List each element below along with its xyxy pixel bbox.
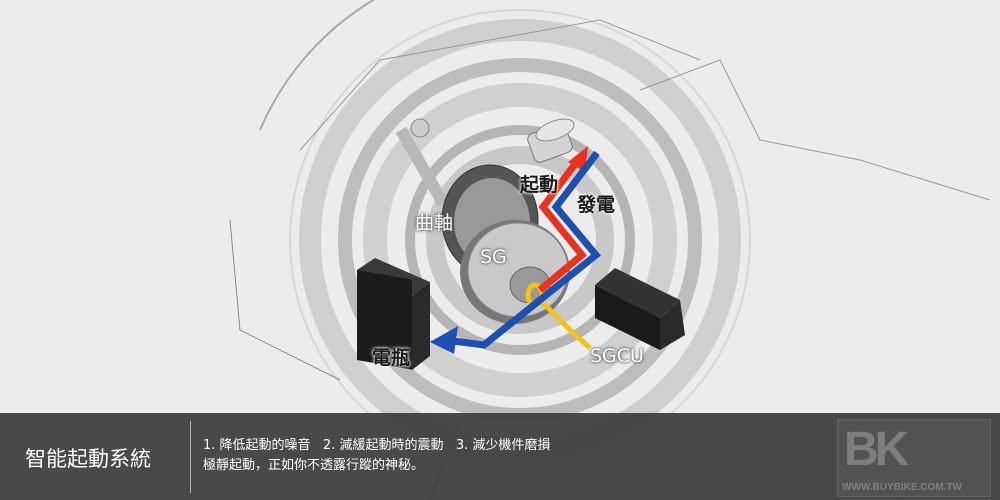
label-crankshaft: 曲軸 <box>415 212 454 234</box>
logo-url: WWW.BUYBIKE.COM.TW <box>842 482 962 493</box>
label-battery: 電瓶 <box>372 347 411 369</box>
label-sgcu: SGCU <box>590 345 644 367</box>
generate-arrow <box>430 150 601 354</box>
caption-description: 1. 降低起動的噪音 2. 減緩起動時的震動 3. 減少機件磨損 極靜起動，正如… <box>203 436 550 476</box>
piston-illustration <box>527 118 575 163</box>
caption-line-2: 極靜起動，正如你不透露行蹤的神秘。 <box>203 458 425 473</box>
caption-title: 智能起動系統 <box>25 447 151 471</box>
caption-bar: 智能起動系統 1. 降低起動的噪音 2. 減緩起動時的震動 3. 減少機件磨損 … <box>0 413 1000 500</box>
buybike-logo: BK WWW.BUYBIKE.COM.TW <box>837 419 991 497</box>
battery-illustration <box>357 258 430 370</box>
caption-line-1: 1. 降低起動的噪音 2. 減緩起動時的震動 3. 減少機件磨損 <box>203 438 551 453</box>
label-generate: 發電 <box>577 194 616 216</box>
label-sg: SG <box>480 246 507 268</box>
divider <box>190 421 191 493</box>
logo-mark: BK <box>844 423 909 476</box>
label-start: 起動 <box>520 174 559 196</box>
sgcu-illustration <box>595 268 685 350</box>
start-arrow <box>537 146 588 293</box>
sg-generator-illustration <box>460 220 570 324</box>
